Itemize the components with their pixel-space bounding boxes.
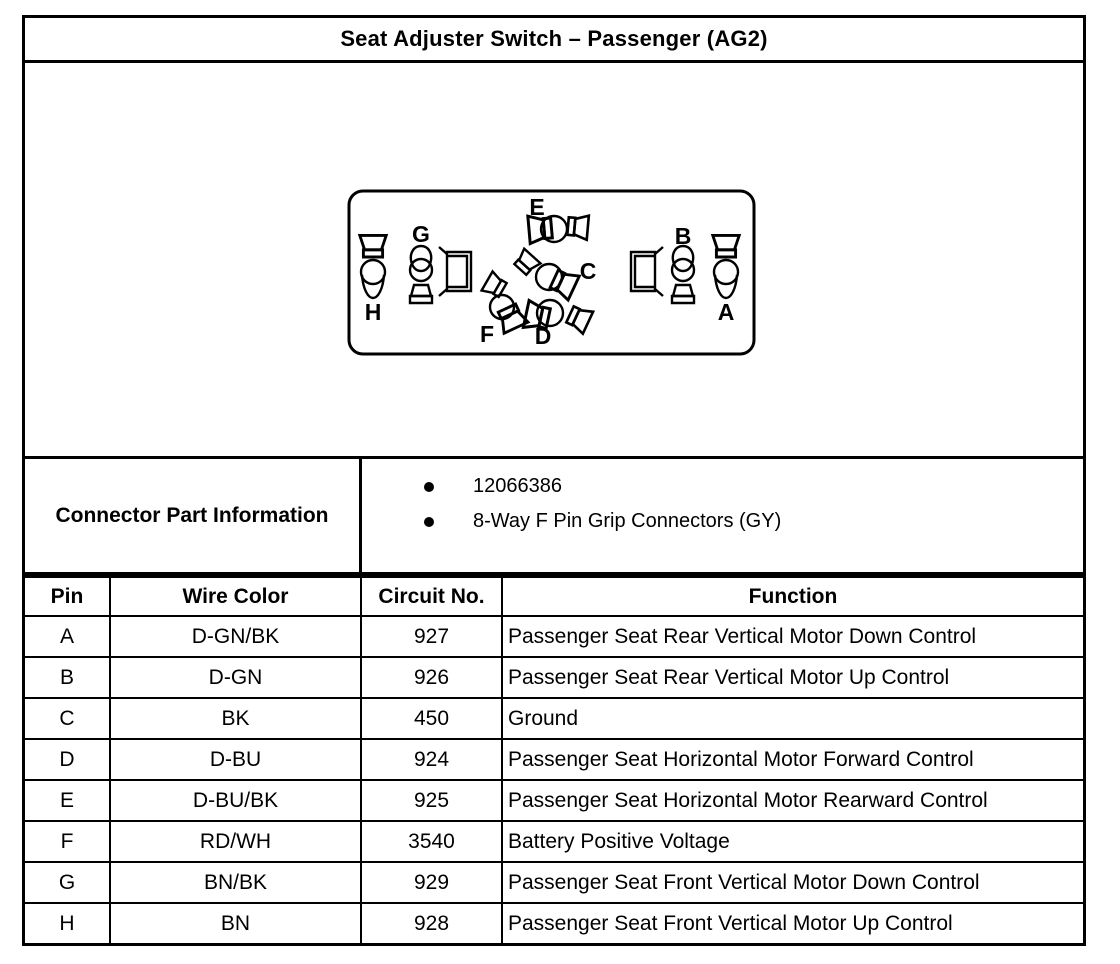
column-header-function: Function (748, 584, 838, 608)
table-row: D D-BU 924 Passenger Seat Horizontal Mot… (25, 740, 1083, 781)
pin-cell: F (25, 822, 111, 861)
function-cell: Passenger Seat Front Vertical Motor Up C… (508, 911, 953, 935)
pin-cell: G (25, 863, 111, 902)
part-info-section: Connector Part Information 12066386 8-Wa… (25, 456, 1083, 572)
diagram-area: A B C D E F G H (25, 63, 1083, 456)
bullet-icon (424, 517, 434, 527)
table-header-row: Pin Wire Color Circuit No. Function (25, 578, 1083, 617)
pin-cell: B (25, 658, 111, 697)
function-cell: Passenger Seat Rear Vertical Motor Up Co… (508, 665, 950, 689)
pin-cell: H (25, 904, 111, 943)
wire-color-cell: D-GN (111, 658, 362, 697)
table-row: B D-GN 926 Passenger Seat Rear Vertical … (25, 658, 1083, 699)
pin-table: Pin Wire Color Circuit No. Function A D-… (22, 575, 1086, 946)
part-info-content: 12066386 8-Way F Pin Grip Connectors (GY… (362, 459, 1083, 572)
circuit-no-cell: 924 (362, 740, 503, 779)
pin-cell: A (25, 617, 111, 656)
bullet-icon (424, 482, 434, 492)
column-header-circuit: Circuit No. (362, 578, 503, 615)
wire-color-cell: BN (111, 904, 362, 943)
pin-label-b: B (675, 223, 692, 249)
function-cell: Passenger Seat Horizontal Motor Forward … (508, 747, 974, 771)
circuit-no-cell: 3540 (362, 822, 503, 861)
table-row: H BN 928 Passenger Seat Front Vertical M… (25, 904, 1083, 943)
part-info-label: Connector Part Information (25, 459, 362, 572)
circuit-no-cell: 927 (362, 617, 503, 656)
table-row: A D-GN/BK 927 Passenger Seat Rear Vertic… (25, 617, 1083, 658)
part-info-bullet-list: 12066386 8-Way F Pin Grip Connectors (GY… (362, 469, 1083, 539)
wire-color-cell: RD/WH (111, 822, 362, 861)
list-item: 8-Way F Pin Grip Connectors (GY) (362, 504, 1083, 539)
part-number: 12066386 (473, 475, 562, 497)
pin-cell: E (25, 781, 111, 820)
pin-label-a: A (718, 299, 735, 325)
wire-color-cell: D-GN/BK (111, 617, 362, 656)
table-row: C BK 450 Ground (25, 699, 1083, 740)
pin-cell: C (25, 699, 111, 738)
table-row: E D-BU/BK 925 Passenger Seat Horizontal … (25, 781, 1083, 822)
function-cell: Passenger Seat Rear Vertical Motor Down … (508, 624, 977, 648)
circuit-no-cell: 928 (362, 904, 503, 943)
wire-color-cell: BK (111, 699, 362, 738)
connector-outline (347, 189, 756, 356)
wire-color-cell: BN/BK (111, 863, 362, 902)
pin-label-e: E (529, 194, 544, 220)
table-row: F RD/WH 3540 Battery Positive Voltage (25, 822, 1083, 863)
list-item: 12066386 (362, 469, 1083, 504)
pin-cell: D (25, 740, 111, 779)
table-row: G BN/BK 929 Passenger Seat Front Vertica… (25, 863, 1083, 904)
circuit-no-cell: 925 (362, 781, 503, 820)
connector-diagram: A B C D E F G H (347, 189, 756, 356)
pin-label-h: H (365, 299, 382, 325)
column-header-wire: Wire Color (111, 578, 362, 615)
pin-label-c: C (580, 258, 597, 284)
pin-label-d: D (535, 323, 552, 349)
function-cell: Ground (508, 706, 579, 730)
circuit-no-cell: 450 (362, 699, 503, 738)
main-table: Seat Adjuster Switch – Passenger (AG2) (22, 15, 1086, 575)
pin-label-f: F (480, 321, 494, 347)
function-cell: Battery Positive Voltage (508, 829, 730, 853)
wire-color-cell: D-BU (111, 740, 362, 779)
column-header-pin: Pin (25, 578, 111, 615)
page-title: Seat Adjuster Switch – Passenger (AG2) (340, 26, 768, 51)
connector-description: 8-Way F Pin Grip Connectors (GY) (473, 510, 782, 532)
connector-document: Seat Adjuster Switch – Passenger (AG2) (22, 15, 1086, 946)
pin-label-g: G (412, 221, 430, 247)
function-cell: Passenger Seat Front Vertical Motor Down… (508, 870, 980, 894)
function-cell: Passenger Seat Horizontal Motor Rearward… (508, 788, 988, 812)
pin-cavity-glyphs (358, 212, 741, 336)
circuit-no-cell: 926 (362, 658, 503, 697)
circuit-no-cell: 929 (362, 863, 503, 902)
title-bar: Seat Adjuster Switch – Passenger (AG2) (25, 18, 1083, 63)
wire-color-cell: D-BU/BK (111, 781, 362, 820)
